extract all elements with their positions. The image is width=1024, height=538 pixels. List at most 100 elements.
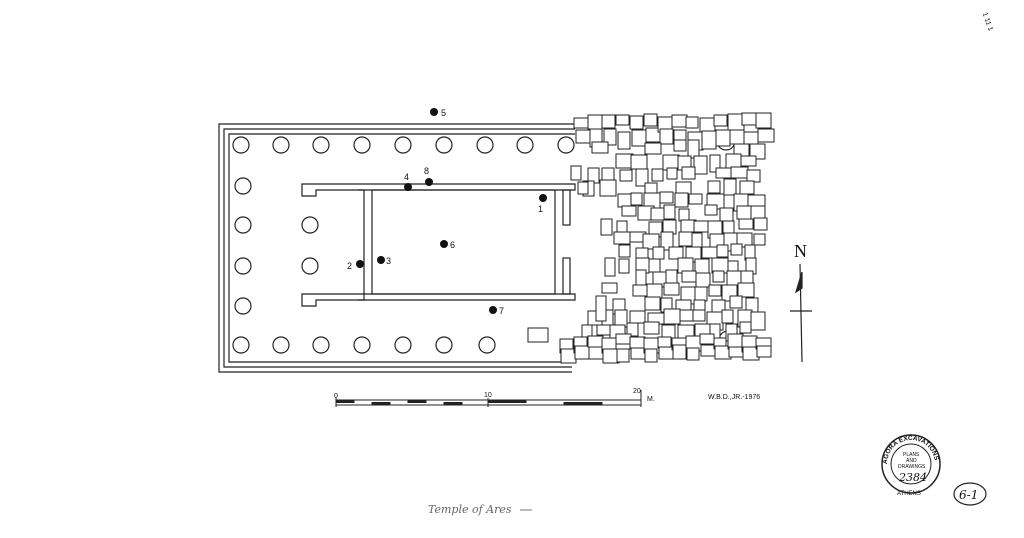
rubble-block (603, 128, 617, 146)
rubble-block (619, 169, 633, 182)
rubble-block (657, 336, 672, 349)
rubble-block (691, 232, 703, 248)
rubble-block (688, 193, 703, 205)
column (353, 136, 371, 154)
rubble-block (674, 192, 689, 208)
rubble-block (621, 205, 637, 217)
stamp-line-plans: PLANS (903, 452, 920, 458)
rubble-block (715, 129, 731, 147)
rubble-block (730, 243, 743, 256)
rubble-block (599, 179, 617, 197)
rubble-block (699, 117, 716, 133)
marker-label-3: 3 (386, 256, 391, 266)
rubble-block (678, 208, 690, 222)
cella-walls (301, 183, 576, 307)
rubble-block (708, 284, 722, 297)
column (435, 336, 453, 354)
north-label: N (794, 241, 807, 261)
marker-label-4: 4 (404, 172, 409, 182)
sheet-number: 6-1 (953, 482, 987, 506)
rubble-block (644, 348, 658, 363)
scale-tick-20: 20 (633, 388, 641, 395)
rubble-block (618, 244, 631, 258)
rubble-block (681, 166, 696, 180)
rubble-block (672, 344, 687, 360)
column (272, 136, 290, 154)
rubble-block (750, 205, 766, 220)
rubble-block (601, 114, 616, 129)
column (478, 336, 496, 354)
rubble-block (663, 204, 676, 220)
scale-tick-10: 10 (484, 392, 492, 399)
rubble-block (701, 130, 717, 150)
stamp-line-and: AND (906, 458, 917, 464)
rubble-block (721, 309, 734, 324)
rubble-block (740, 155, 757, 167)
rubble-block (719, 207, 734, 223)
rubble-block (729, 129, 745, 145)
rubble-block (687, 139, 700, 159)
agora-excavations-stamp: AGORA EXCAVATIONS PLANS AND DRAWINGS 238… (881, 434, 941, 497)
rubble-block (635, 269, 647, 287)
scale-unit: M. (647, 396, 655, 403)
rubble-block (675, 181, 692, 195)
column (476, 136, 494, 154)
rubble-block (617, 131, 631, 150)
rubble-block (753, 217, 768, 231)
rubble-block (663, 282, 680, 296)
rubble-block (693, 155, 708, 175)
rubble-block (692, 309, 706, 322)
rubble-block (678, 231, 694, 247)
rubble-block (652, 246, 665, 260)
rubble-block (679, 309, 694, 322)
stamp-city: ATHENS (897, 491, 921, 497)
marker-label-5: 5 (441, 108, 446, 118)
column (394, 136, 412, 154)
marker-label-6: 6 (450, 240, 455, 250)
rubble-block (694, 286, 708, 302)
scale-bar: 0 10 20 M. (334, 388, 655, 407)
rubble-block (587, 335, 604, 348)
rubble-block (755, 112, 772, 129)
rubble-block (626, 322, 639, 337)
rubble-block (695, 272, 711, 288)
rubble-block (729, 295, 743, 309)
rubble-block (614, 309, 628, 328)
rubble-block (736, 205, 753, 220)
rubble-block (716, 244, 729, 258)
rubble-block (613, 231, 631, 245)
rubble-block (629, 336, 646, 350)
rubble-block (658, 346, 674, 360)
rubble-block (723, 178, 737, 196)
rubble-block (693, 299, 706, 312)
rubble-block (756, 345, 772, 358)
rubble-block (739, 321, 752, 334)
rubble-block (737, 282, 755, 298)
rubble-block (651, 168, 664, 182)
rubble-block (648, 258, 661, 273)
rubble-block (615, 333, 632, 345)
column (234, 216, 252, 234)
drafter-credit: W.B.D.,JR.-1976 (708, 394, 760, 401)
rubble-block (673, 139, 687, 152)
rubble-block (666, 167, 678, 180)
rubble-block (635, 168, 649, 187)
rubble-block (601, 282, 618, 294)
rubble-block (715, 167, 733, 179)
column (234, 297, 252, 315)
column (557, 136, 575, 154)
rubble-block (630, 154, 648, 170)
rubble-block (629, 310, 646, 324)
column (312, 136, 330, 154)
rubble-block (600, 218, 613, 236)
rubble-block (685, 116, 699, 129)
rubble-block (642, 233, 660, 250)
rubble-block (615, 153, 634, 169)
find-spot-markers: 1 2 3 4 5 6 7 8 (347, 108, 547, 316)
rubble-block (701, 246, 720, 259)
rubble-block (757, 128, 775, 143)
rubble-block (615, 114, 630, 126)
rubble-block (644, 142, 662, 155)
rubble-block (643, 113, 658, 127)
rubble-block (699, 333, 715, 345)
